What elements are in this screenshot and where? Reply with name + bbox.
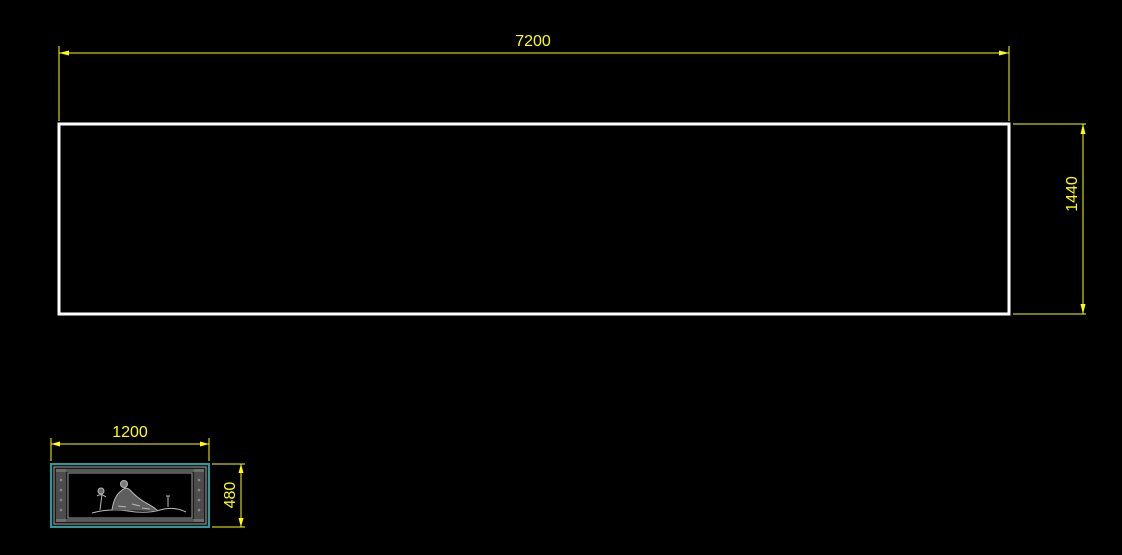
arrowhead-left <box>59 50 69 56</box>
border-outer-line <box>53 466 207 525</box>
arrowhead-bottom <box>1080 304 1086 314</box>
border-pattern <box>56 469 204 522</box>
large-panel <box>57 122 1011 316</box>
arrowhead-left-small <box>51 441 60 447</box>
large-panel-outline[interactable] <box>57 122 1011 316</box>
carving-scene <box>91 480 187 514</box>
dimension-height-small: 480 <box>212 463 245 528</box>
dimension-width-small: 1200 <box>50 424 210 461</box>
height-label-small: 480 <box>222 482 239 509</box>
dimension-width-large: 7200 <box>58 33 1010 121</box>
width-label-small: 1200 <box>112 424 148 441</box>
arrowhead-right-small <box>200 441 209 447</box>
dimension-height-large: 1440 <box>1013 123 1086 315</box>
height-label-large: 1440 <box>1064 176 1081 212</box>
width-label-large: 7200 <box>515 33 551 50</box>
arrowhead-bottom-small <box>238 518 244 527</box>
arrowhead-top <box>1080 124 1086 134</box>
arrowhead-right <box>999 50 1009 56</box>
arrowhead-top-small <box>238 464 244 473</box>
small-panel[interactable] <box>50 463 210 528</box>
